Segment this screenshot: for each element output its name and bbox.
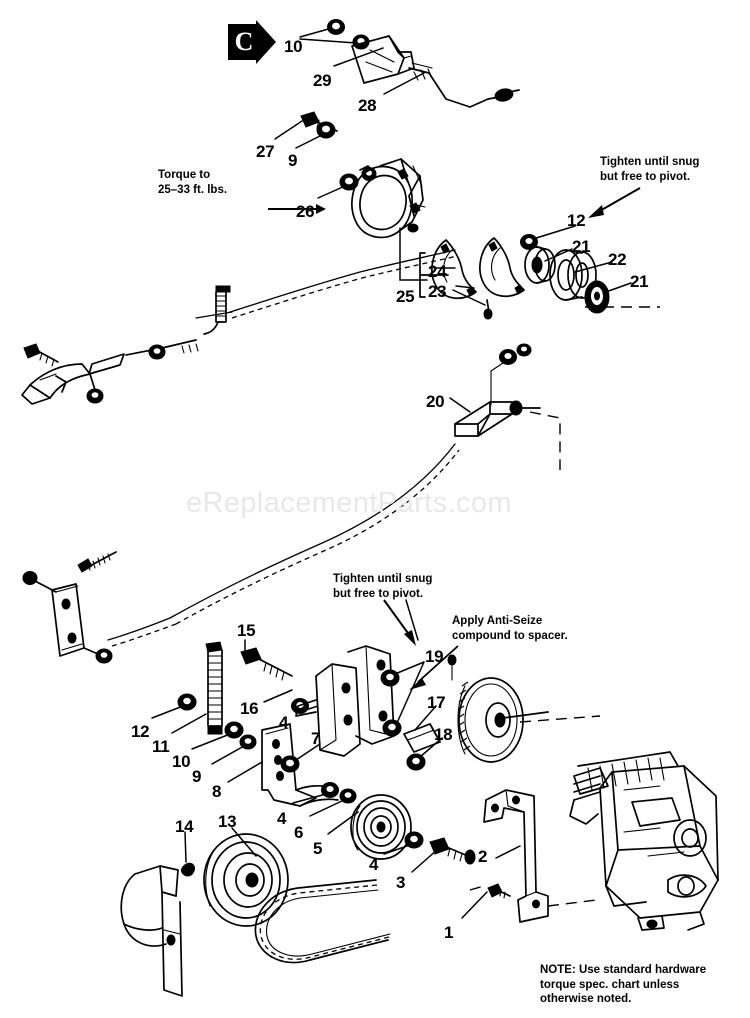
torque-note-line2: 25–33 ft. lbs.	[158, 183, 228, 196]
pivot-note-lower: Tighten until snug but free to pivot.	[333, 572, 432, 601]
pivot-note-upper-line2: but free to pivot.	[600, 170, 691, 183]
left-bracket	[21, 363, 104, 405]
callout-18: 18	[434, 725, 453, 744]
part-7-bushing	[280, 755, 300, 773]
part-9-washer	[316, 121, 336, 139]
part-4-nut-lower	[404, 831, 424, 849]
part-2-support-bracket	[469, 789, 597, 923]
callout-4-mid: 4	[277, 809, 287, 828]
group-upper-linkage	[274, 19, 660, 320]
callout-16: 16	[240, 699, 259, 718]
callout-21-left: 21	[572, 237, 591, 256]
control-cable-upper	[195, 249, 458, 319]
part-1-screw	[487, 883, 511, 899]
part-19-bolts	[380, 669, 402, 737]
section-marker-c: C	[228, 20, 276, 64]
standard-hardware-note: NOTE: Use standard hardware torque spec.…	[540, 963, 706, 1007]
part-22-spacer	[549, 249, 597, 301]
part-21-washer-left	[524, 246, 556, 284]
pivot-note-upper-arrow-icon	[588, 187, 641, 218]
part-3-bolt	[429, 837, 476, 865]
callout-4-lower: 4	[369, 855, 379, 874]
section-marker-letter: C	[234, 27, 254, 56]
lower-left-bracket	[22, 551, 117, 664]
part-15-bolt	[240, 647, 293, 681]
callout-13: 13	[218, 812, 237, 831]
section-marker-arrow-icon	[256, 20, 276, 64]
torque-note-arrow-icon	[268, 204, 326, 214]
callout-19: 19	[425, 647, 444, 666]
torque-note-line1: Torque to	[158, 169, 211, 181]
pivot-note-lower-line2: but free to pivot.	[333, 587, 424, 600]
part-20-trunnion	[454, 400, 541, 437]
callout-11: 11	[152, 737, 170, 756]
callout-3: 3	[396, 873, 406, 892]
group-crank-pulley	[181, 827, 289, 927]
pivot-note-upper-line1: Tighten until snug	[600, 156, 700, 168]
pivot-note-lower-line1: Tighten until snug	[333, 573, 433, 585]
group-idler-pulley	[292, 782, 476, 873]
anti-seize-note-line1: Apply Anti-Seize	[452, 615, 543, 627]
callout-25: 25	[396, 287, 415, 306]
callout-21-right: 21	[630, 272, 649, 291]
callout-26: 26	[296, 202, 315, 221]
callout-9-upper: 9	[288, 151, 298, 170]
left-rod-assembly	[21, 285, 231, 405]
part-24-brake-shoe	[431, 239, 477, 300]
part-11-spring	[205, 641, 223, 735]
callout-15: 15	[237, 621, 256, 640]
callout-10: 10	[284, 37, 303, 56]
standard-hardware-note-line3: otherwise noted.	[540, 993, 632, 1006]
part-21-washer-right	[584, 280, 610, 314]
group-mid-linkage	[449, 343, 561, 470]
callout-8: 8	[212, 782, 222, 801]
anti-seize-note: Apply Anti-Seize compound to spacer.	[452, 614, 568, 643]
part-18-nut	[406, 753, 426, 771]
pivot-note-lower-arrow-icon	[383, 599, 416, 646]
callout-4-upper: 4	[279, 713, 289, 732]
part-29-trunnion	[351, 35, 415, 84]
callout-2: 2	[478, 847, 488, 866]
drive-belt	[254, 879, 391, 964]
callout-20: 20	[426, 392, 445, 411]
callout-23: 23	[428, 282, 447, 301]
callout-28: 28	[358, 96, 377, 115]
anti-seize-note-arrow-icon	[409, 645, 459, 690]
callout-12-upper: 12	[567, 211, 586, 230]
callout-1: 1	[444, 923, 454, 942]
part-23-brake-shoe	[479, 237, 525, 298]
standard-hardware-note-line2: torque spec. chart unless	[540, 978, 680, 991]
pivot-note-upper: Tighten until snug but free to pivot.	[600, 155, 699, 184]
drive-pulley	[457, 677, 549, 763]
callout-24: 24	[428, 262, 447, 281]
callout-5: 5	[313, 839, 323, 858]
belt-guard	[120, 865, 183, 997]
callout-6: 6	[294, 823, 304, 842]
anti-seize-note-line2: compound to spacer.	[452, 629, 568, 642]
part-5-idler-pulley	[350, 794, 412, 860]
callout-10-lower: 10	[172, 752, 191, 771]
part-25-brake-band	[351, 158, 426, 239]
callout-14: 14	[175, 817, 194, 836]
control-cable-lower	[107, 443, 460, 647]
callout-12-lower: 12	[131, 722, 150, 741]
engine	[569, 751, 719, 931]
part-17-spacer	[403, 723, 441, 753]
callout-17: 17	[427, 693, 446, 712]
callout-9-lower: 9	[192, 767, 202, 786]
part-28-rod	[408, 62, 520, 108]
section-marker-box	[228, 24, 258, 60]
torque-note: Torque to 25–33 ft. lbs.	[158, 168, 227, 197]
standard-hardware-note-line1: NOTE: Use standard hardware	[540, 964, 707, 976]
callout-7: 7	[311, 729, 321, 748]
part-14-key	[181, 862, 195, 877]
part-10-nuts	[327, 19, 370, 50]
callout-22: 22	[608, 250, 627, 269]
part-13-pulley	[203, 833, 289, 927]
pivot-bracket	[295, 645, 395, 757]
callout-27: 27	[256, 142, 275, 161]
callout-29: 29	[313, 71, 332, 90]
